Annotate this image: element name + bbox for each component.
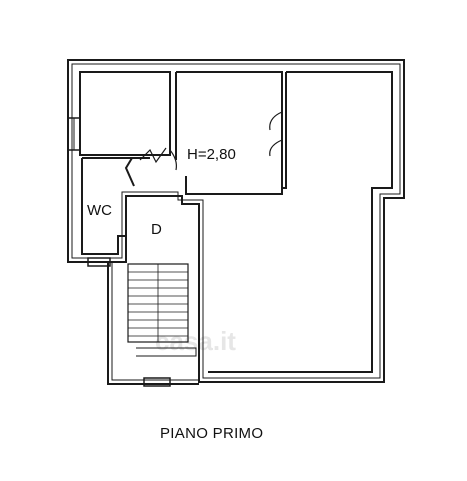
room-wall <box>79 71 171 156</box>
door-swing <box>269 111 283 157</box>
wc-room-label: WC <box>87 202 112 219</box>
door-swing <box>169 149 177 171</box>
storage-room-label: D <box>151 221 162 238</box>
room-height-label: H=2,80 <box>187 146 236 163</box>
room-wall <box>282 72 287 189</box>
floor-caption: PIANO PRIMO <box>160 425 264 442</box>
room-wall <box>208 71 393 373</box>
stair-arrow <box>136 347 197 357</box>
window <box>143 377 171 387</box>
room-wall <box>176 71 283 195</box>
room-wall <box>124 157 135 187</box>
outer-wall <box>67 59 405 383</box>
watermark-logo: casa.it <box>155 326 236 356</box>
stair-wall <box>107 262 199 385</box>
outer-wall-inner <box>71 63 401 379</box>
room-wall <box>81 157 150 255</box>
window <box>87 257 111 267</box>
door-swing <box>139 147 167 164</box>
